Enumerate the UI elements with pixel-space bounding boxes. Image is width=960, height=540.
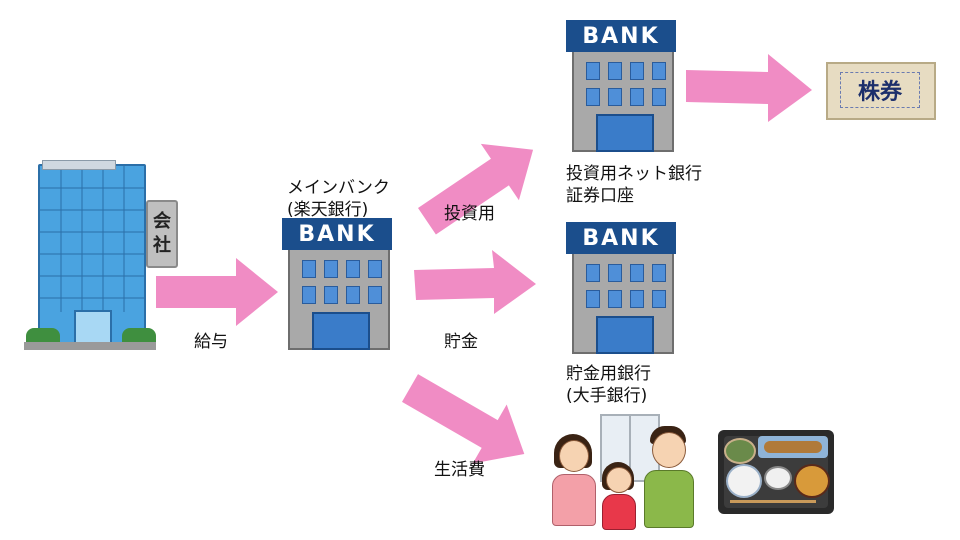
bank-window (324, 260, 338, 278)
side-dish (724, 438, 756, 464)
savings-bank-sign: BANK (566, 222, 676, 254)
company-building: 会 社 (24, 160, 178, 350)
bush-right (122, 328, 156, 344)
company-sign: 会 社 (146, 200, 178, 268)
rice-bowl (726, 464, 762, 498)
arrow-savings (414, 250, 536, 314)
investment-bank-body (572, 52, 674, 152)
main-bank-body (288, 250, 390, 350)
investment-bank: BANK (566, 20, 676, 152)
bank-window (608, 264, 622, 282)
company-tower (38, 164, 146, 346)
bank-window (368, 286, 382, 304)
company-sign-char-1: 会 (153, 211, 171, 232)
bank-window (368, 260, 382, 278)
investment-bank-sign: BANK (566, 20, 676, 52)
bank-window (324, 286, 338, 304)
bank-window (652, 62, 666, 80)
arrow-living (402, 374, 525, 464)
bank-window (586, 290, 600, 308)
family-illustration (548, 410, 698, 530)
savings-bank: BANK (566, 222, 676, 354)
label-main-bank-line2: (楽天銀行) (287, 200, 369, 220)
label-investment-flow: 投資用 (444, 204, 495, 224)
label-main-bank-line1: メインバンク (287, 178, 390, 198)
label-savings-bank-line1: 貯金用銀行 (566, 364, 651, 384)
bank-window (652, 264, 666, 282)
bank-window (302, 286, 316, 304)
bank-window (346, 286, 360, 304)
company-windows (40, 166, 144, 312)
bank-window (630, 88, 644, 106)
bank-window (608, 290, 622, 308)
company-door (74, 310, 112, 346)
bank-door (596, 316, 654, 354)
main-bank: BANK (282, 218, 392, 350)
label-savings-flow: 貯金 (444, 332, 478, 352)
arrow-salary (156, 258, 278, 326)
company-base (24, 342, 156, 350)
mother-figure (548, 434, 598, 530)
arrow-investment (418, 143, 534, 235)
label-savings-bank-line2: (大手銀行) (566, 386, 648, 406)
meal-tray (718, 430, 834, 514)
bank-window (302, 260, 316, 278)
bank-window (630, 290, 644, 308)
father-figure (640, 426, 696, 530)
bush-left (26, 328, 60, 344)
company-sign-char-2: 社 (153, 235, 171, 256)
company-roof (42, 160, 116, 170)
girl-figure (598, 462, 638, 530)
bank-window (608, 88, 622, 106)
bank-window (586, 62, 600, 80)
bank-window (586, 88, 600, 106)
savings-bank-body (572, 254, 674, 354)
arrow-stock (686, 54, 812, 122)
label-salary: 給与 (194, 332, 228, 352)
stock-certificate: 株券 (826, 62, 936, 120)
main-bank-sign: BANK (282, 218, 392, 250)
bank-window (630, 62, 644, 80)
bank-window (652, 88, 666, 106)
bank-door (312, 312, 370, 350)
chopsticks (730, 500, 816, 503)
bank-window (586, 264, 600, 282)
stock-certificate-text: 株券 (840, 72, 920, 108)
label-living-flow: 生活費 (434, 460, 485, 480)
bank-door (596, 114, 654, 152)
bank-window (608, 62, 622, 80)
bank-window (630, 264, 644, 282)
bank-window (346, 260, 360, 278)
small-dish (764, 466, 792, 490)
label-investment-bank-line1: 投資用ネット銀行 (566, 164, 702, 184)
label-investment-bank-line2: 証券口座 (566, 186, 634, 206)
bank-window (652, 290, 666, 308)
miso-soup-bowl (794, 464, 830, 498)
